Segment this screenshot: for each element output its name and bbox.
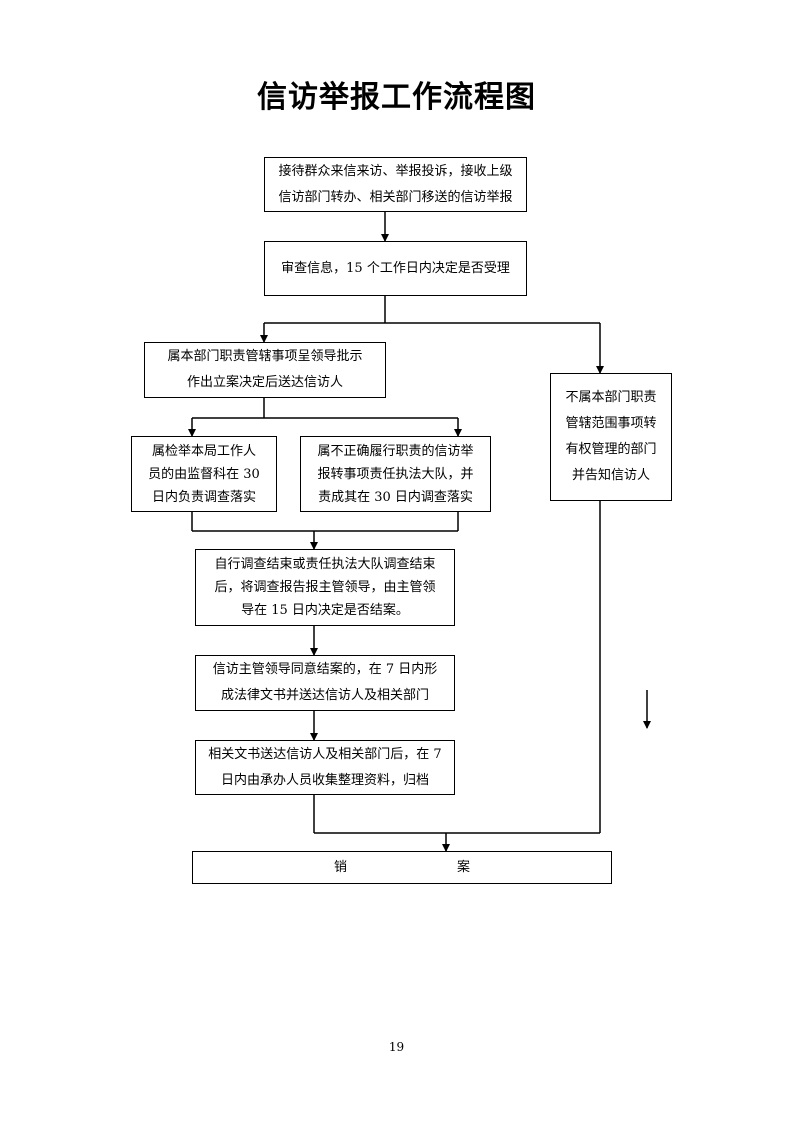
step-out-scope-line-3: 有权管理的部门	[565, 442, 657, 457]
step-receive: 接待群众来信来访、举报投诉，接收上级 信访部门转办、相关部门移送的信访举报	[264, 157, 527, 212]
step-in-scope-line-1: 属本部门职责管辖事项呈领导批示	[167, 349, 363, 364]
step-out-scope: 不属本部门职责 管辖范围事项转 有权管理的部门 并告知信访人	[550, 373, 672, 501]
step-report-line-1: 自行调查结束或责任执法大队调查结束	[214, 557, 436, 572]
step-archive-line-2: 日内由承办人员收集整理资料，归档	[220, 772, 429, 788]
step-report: 自行调查结束或责任执法大队调查结束 后，将调查报告报主管领导，由主管领 导在 1…	[195, 549, 455, 626]
step-out-scope-line-2: 管辖范围事项转	[565, 416, 657, 431]
step-receive-line-2: 信访部门转办、相关部门移送的信访举报	[278, 189, 513, 205]
step-staff-line-3: 日内负责调查落实	[151, 489, 256, 505]
step-report-line-2: 后，将调查报告报主管领导，由主管领	[214, 580, 436, 595]
page-title: 信访举报工作流程图	[257, 80, 536, 115]
step-close-char-2: 案	[457, 859, 471, 875]
step-staff-line-2: 员的由监督科在 30	[148, 466, 260, 482]
step-conclude: 信访主管领导同意结案的，在 7 日内形 成法律文书并送达信访人及相关部门	[195, 655, 455, 711]
step-out-scope-line-1: 不属本部门职责	[565, 390, 657, 405]
step-conclude-line-2: 成法律文书并送达信访人及相关部门	[220, 688, 429, 703]
step-receive-line-1: 接待群众来信来访、举报投诉，接收上级	[278, 163, 513, 179]
step-in-scope-line-2: 作出立案决定后送达信访人	[186, 375, 343, 390]
step-close-char-1: 销	[333, 859, 347, 875]
step-close: 销 案	[192, 851, 612, 884]
step-in-scope: 属本部门职责管辖事项呈领导批示 作出立案决定后送达信访人	[144, 342, 386, 398]
page-number: 19	[388, 1040, 405, 1054]
step-archive: 相关文书送达信访人及相关部门后，在 7 日内由承办人员收集整理资料，归档	[195, 740, 455, 795]
step-review-text: 审查信息，15 个工作日内决定是否受理	[281, 260, 510, 276]
step-archive-line-1: 相关文书送达信访人及相关部门后，在 7	[208, 746, 442, 762]
step-enforce-line-2: 报转事项责任执法大队，并	[317, 466, 474, 482]
step-staff-line-1: 属检举本局工作人	[151, 443, 256, 459]
step-out-scope-line-4: 并告知信访人	[571, 468, 650, 483]
step-review: 审查信息，15 个工作日内决定是否受理	[264, 241, 527, 296]
step-staff: 属检举本局工作人 员的由监督科在 30 日内负责调查落实	[131, 436, 277, 512]
step-enforce: 属不正确履行职责的信访举 报转事项责任执法大队，并 责成其在 30 日内调查落实	[300, 436, 491, 512]
step-conclude-line-1: 信访主管领导同意结案的，在 7 日内形	[212, 662, 438, 677]
step-enforce-line-3: 责成其在 30 日内调查落实	[318, 489, 473, 505]
step-enforce-line-1: 属不正确履行职责的信访举	[317, 443, 474, 459]
step-report-line-3: 导在 15 日内决定是否结案。	[241, 603, 409, 618]
